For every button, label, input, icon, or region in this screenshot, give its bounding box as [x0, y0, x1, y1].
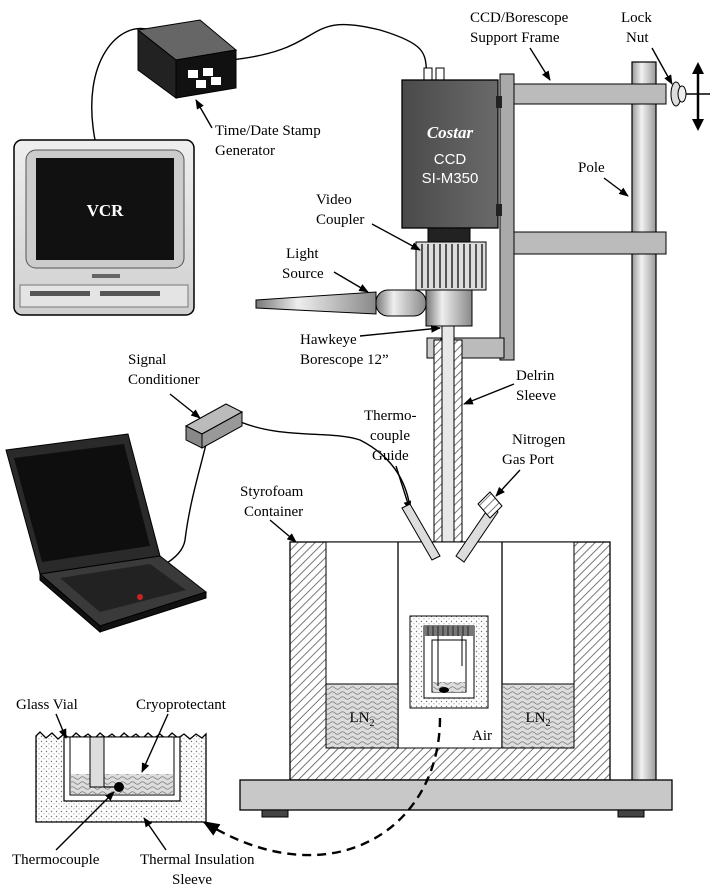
- vcr-tv: [13, 139, 195, 316]
- camera-model-line1: CCD: [434, 151, 467, 168]
- styro-label-line1: Styrofoam: [240, 484, 304, 500]
- thermo-guide-label-line2: couple: [370, 428, 410, 444]
- signal-conditioner: [184, 403, 244, 449]
- lock-nut-label-line1: Lock: [621, 10, 652, 26]
- camera-model-line2: SI-M350: [422, 170, 479, 187]
- support-arm-middle: [511, 231, 667, 255]
- sample-chamber: [409, 615, 489, 709]
- support-arm-top: [511, 83, 667, 105]
- pole: [631, 61, 657, 785]
- insulation-leader: [143, 817, 167, 851]
- glass-vial-label: Glass Vial: [16, 697, 78, 713]
- ln2-right-label: LN2: [526, 710, 551, 729]
- video-coupler-leader: [371, 223, 421, 251]
- time-date-stamp-generator: [136, 19, 238, 99]
- video-coupler-label-line2: Coupler: [316, 212, 364, 228]
- nitrogen-label-line2: Gas Port: [502, 452, 555, 468]
- light-source-leader: [333, 271, 369, 293]
- cryoprotectant-leader: [141, 713, 169, 773]
- laptop: [5, 433, 208, 634]
- thermo-guide-label-line3: Guide: [372, 448, 409, 464]
- signal-cond-leader: [169, 393, 201, 419]
- light-source-label-line1: Light: [286, 246, 319, 262]
- camera-brand: Costar: [427, 123, 474, 142]
- glass-vial-leader: [55, 713, 67, 739]
- air-label: Air: [472, 728, 492, 744]
- video-coupler-label-line1: Video: [316, 192, 352, 208]
- borescope-leader: [359, 324, 441, 337]
- borescope-label-line1: Hawkeye: [300, 332, 357, 348]
- time-stamp-label-line2: Generator: [215, 143, 275, 159]
- delrin-leader: [463, 383, 515, 405]
- insulation-label-line1: Thermal Insulation: [140, 852, 255, 868]
- thermo-guide-label-line1: Thermo-: [364, 408, 416, 424]
- cryoprotectant-label: Cryoprotectant: [136, 697, 227, 713]
- thermocouple-guide-tube: [401, 503, 441, 561]
- nitrogen-label-line1: Nitrogen: [512, 432, 566, 448]
- light-source: [255, 289, 473, 327]
- vial-detail-inset: [35, 731, 207, 823]
- lock-nut-label-line2: Nut: [626, 30, 649, 46]
- support-frame-label-line2: Support Frame: [470, 30, 560, 46]
- vcr-label: VCR: [87, 201, 125, 220]
- support-frame-leader: [529, 47, 551, 81]
- support-frame-vertical: [499, 73, 515, 361]
- light-source-label-line2: Source: [282, 266, 324, 282]
- nitrogen-leader: [495, 469, 521, 497]
- video-coupler: [415, 227, 487, 291]
- signal-cond-label-line2: Conditioner: [128, 372, 200, 388]
- borescope-label-line2: Borescope 12”: [300, 352, 389, 368]
- signal-cond-label-line1: Signal: [128, 352, 166, 368]
- nitrogen-gas-port: [477, 491, 503, 519]
- pole-leader: [603, 177, 629, 197]
- ln2-left-label: LN2: [350, 710, 375, 729]
- thermocouple-label: Thermocouple: [12, 852, 100, 868]
- pole-label: Pole: [578, 160, 605, 176]
- time-stamp-leader: [195, 99, 213, 129]
- styro-leader: [269, 519, 297, 543]
- ccd-camera: [401, 67, 502, 229]
- support-frame-label-line1: CCD/Borescope: [470, 10, 569, 26]
- lock-nut-leader: [651, 47, 673, 85]
- lock-nut: [670, 62, 710, 131]
- thermo-guide-leader: [395, 465, 412, 511]
- time-stamp-label-line1: Time/Date Stamp: [215, 123, 321, 139]
- thermocouple-leader: [55, 791, 115, 851]
- insulation-label-line2: Sleeve: [172, 872, 212, 888]
- stand-base: [239, 779, 673, 818]
- delrin-label-line1: Delrin: [516, 368, 555, 384]
- styro-label-line2: Container: [244, 504, 303, 520]
- delrin-label-line2: Sleeve: [516, 388, 556, 404]
